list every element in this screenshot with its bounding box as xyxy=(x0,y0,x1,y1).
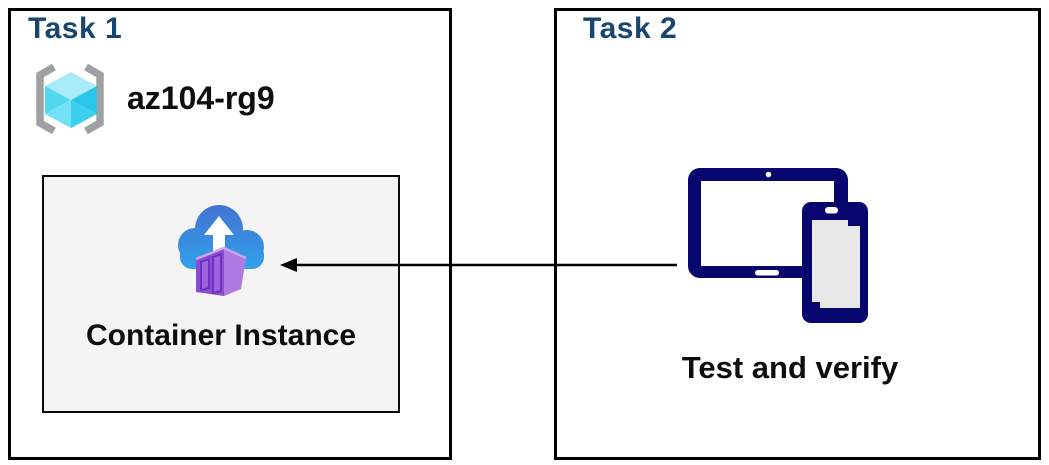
container-box-glyph xyxy=(195,246,247,296)
camera-dot-icon xyxy=(765,171,772,178)
cube-glyph xyxy=(45,72,97,128)
bracket-left xyxy=(36,63,56,135)
connector-arrow xyxy=(280,258,677,272)
home-button-icon xyxy=(755,270,779,276)
task1-title: Task 1 xyxy=(28,12,123,45)
arrowhead-icon xyxy=(280,258,297,272)
test-and-verify-label: Test and verify xyxy=(681,350,899,385)
bracket-right xyxy=(84,63,104,135)
resource-group-name: az104-rg9 xyxy=(127,80,275,116)
tablet-phone-icon xyxy=(688,168,868,323)
container-instance-label: Container Instance xyxy=(85,319,357,352)
resource-group-icon xyxy=(36,63,104,135)
container-instance-icon xyxy=(178,205,264,296)
task2-title: Task 2 xyxy=(583,12,678,45)
speaker-slot-icon xyxy=(825,207,838,214)
phone-glyph xyxy=(802,202,868,323)
